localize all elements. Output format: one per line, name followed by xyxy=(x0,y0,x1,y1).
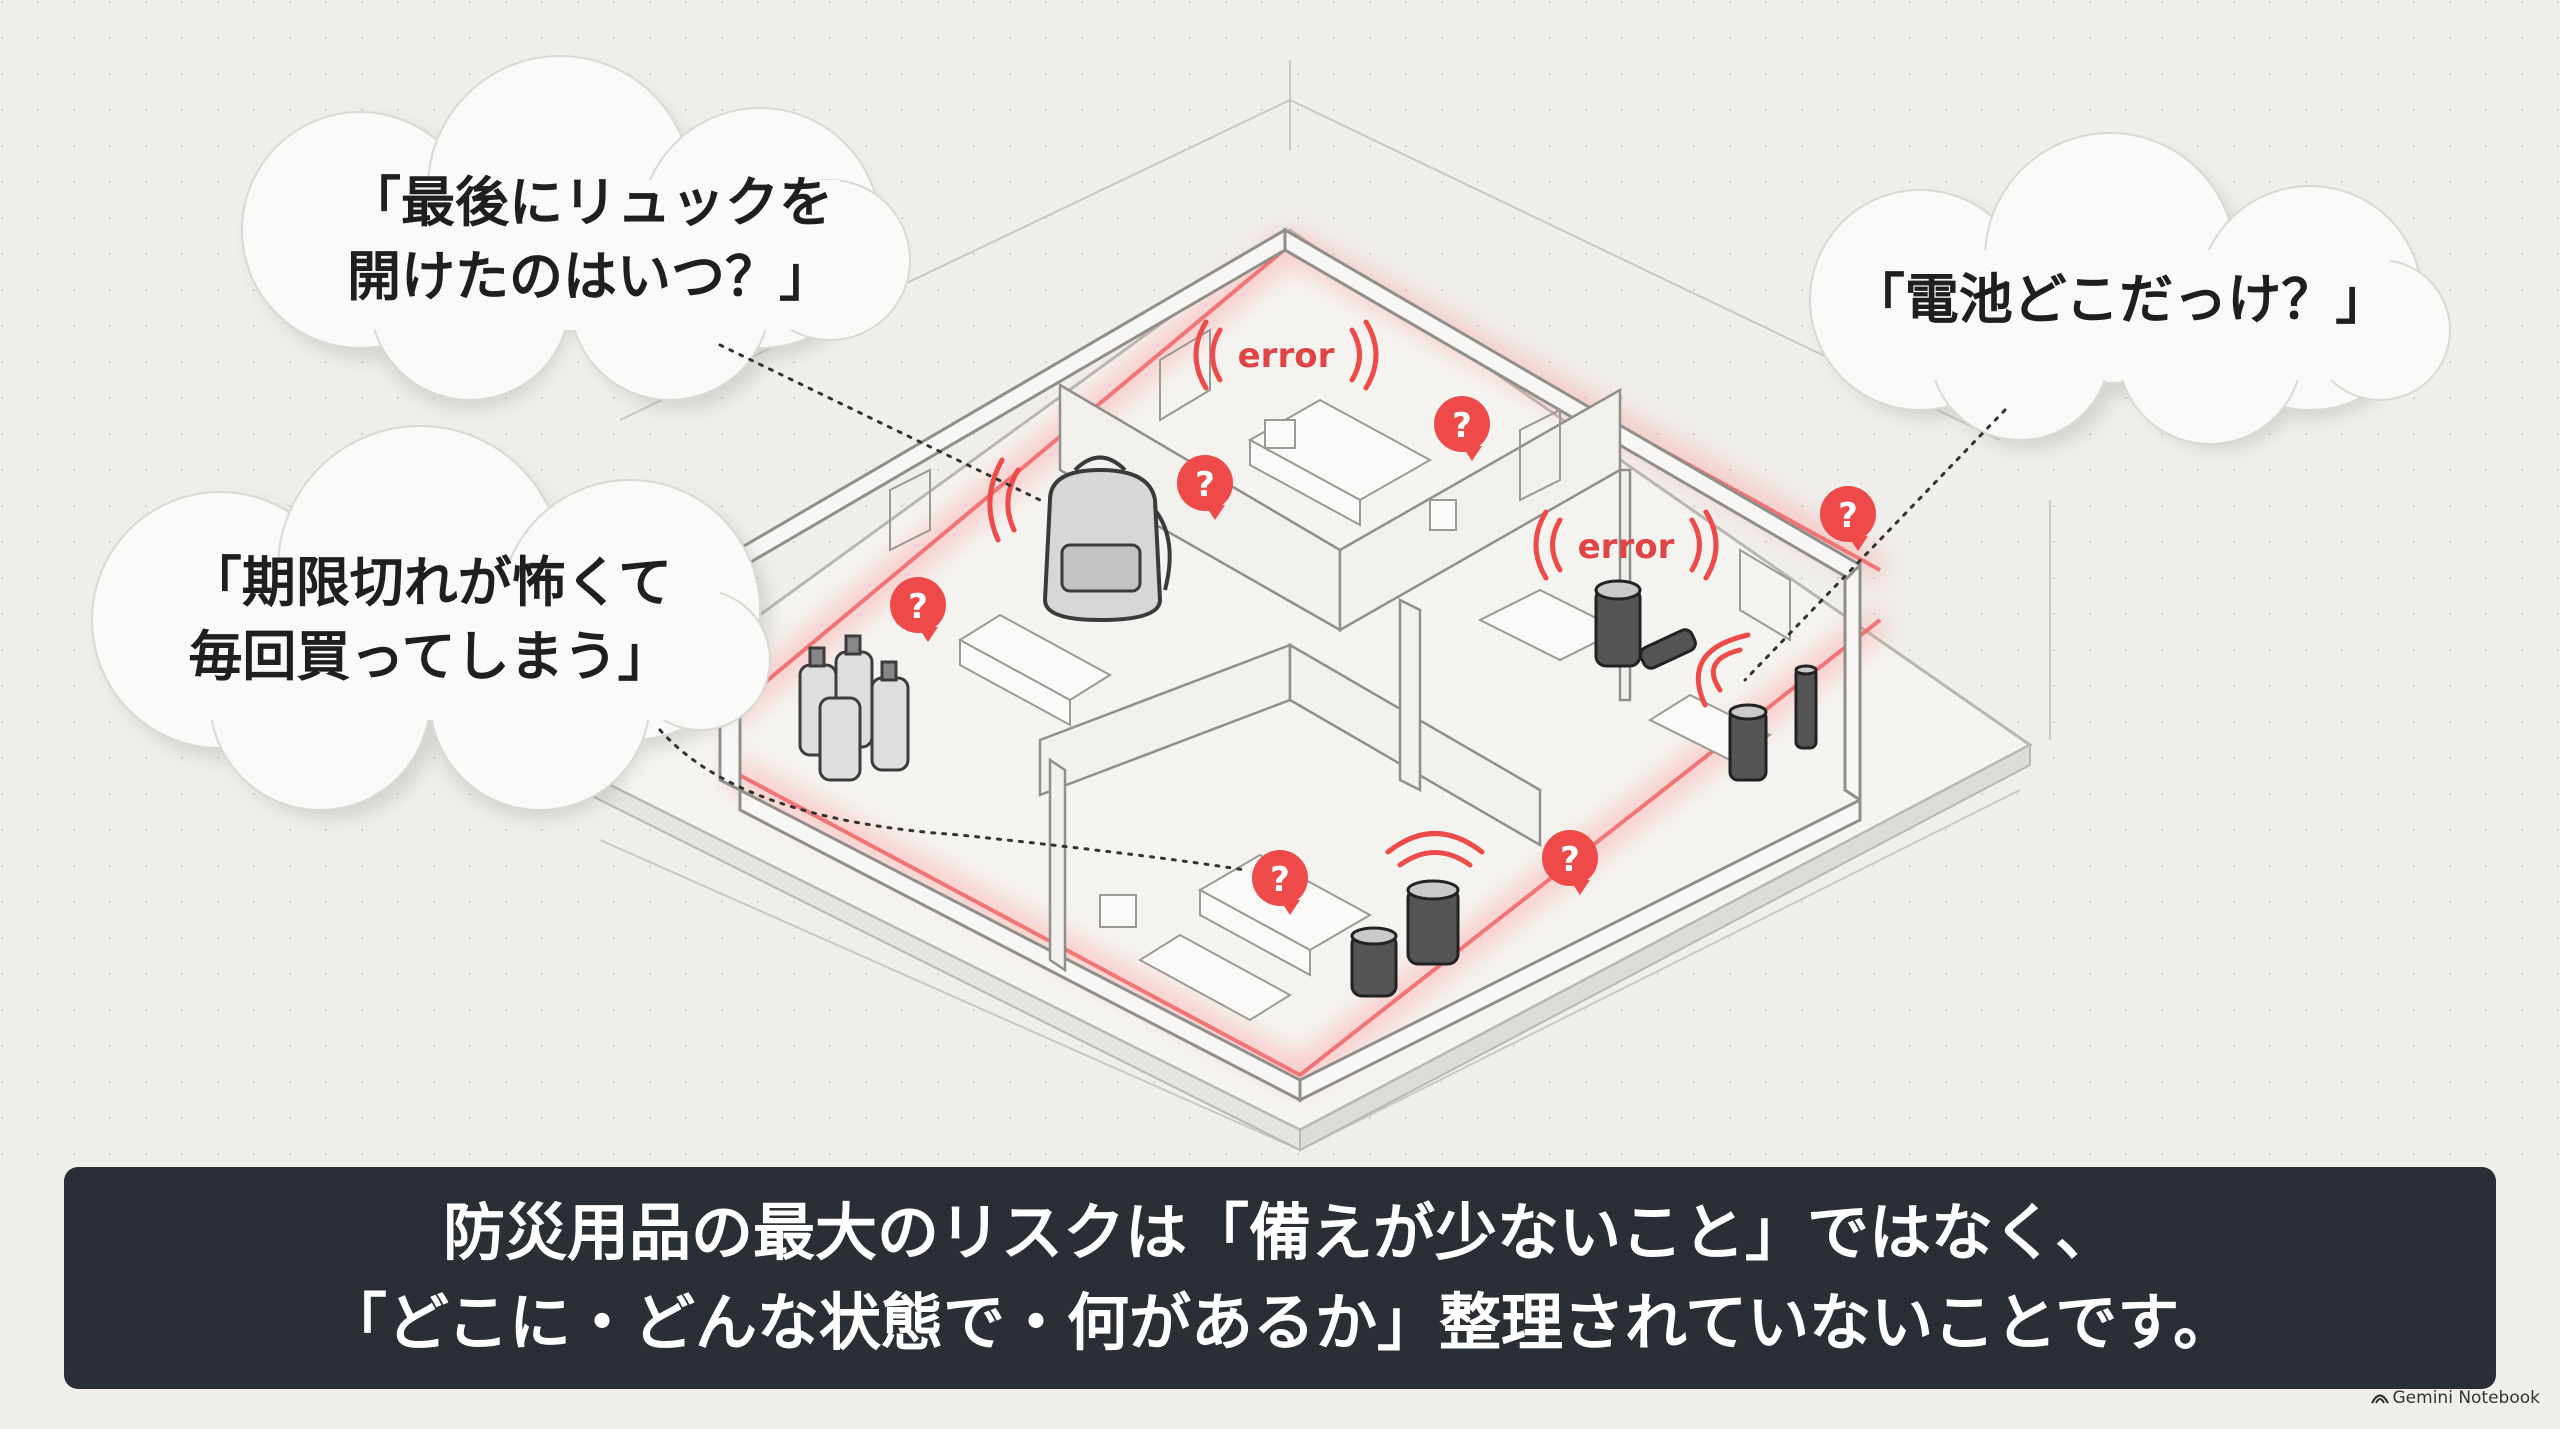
thought-bubble-battery: 「電池どこだっけ？」 xyxy=(1851,250,2389,350)
question-marker: ? xyxy=(1252,850,1308,915)
gemini-logo-icon xyxy=(2370,1394,2389,1404)
svg-text:?: ? xyxy=(1452,406,1472,446)
question-marker: ? xyxy=(1434,396,1490,461)
water-bottles-icon xyxy=(798,634,910,782)
bubble-backpack-line1: 「最後にリュックを xyxy=(347,171,833,234)
brand-watermark: Gemini Notebook xyxy=(2370,1388,2541,1408)
svg-text:?: ? xyxy=(908,587,928,627)
bubble-expiry-line1: 「期限切れが怖くて xyxy=(187,551,673,614)
bubble-backpack-line2: 開けたのはいつ？」 xyxy=(347,245,833,308)
error-label-top: error xyxy=(1238,336,1335,376)
question-marker: ? xyxy=(1542,830,1598,895)
thought-bubble-shape-backpack xyxy=(241,55,911,410)
bubble-expiry-line2: 毎回買ってしまう」 xyxy=(188,625,672,688)
brand-name: Gemini Notebook xyxy=(2392,1388,2541,1408)
backpack-icon xyxy=(1042,455,1172,623)
signal-waves xyxy=(987,319,1751,868)
thought-bubble-shape-expiry xyxy=(91,425,771,820)
bubble-battery-line1: 「電池どこだっけ？」 xyxy=(1850,268,2390,331)
caption-line2: 「どこに・どんな状態で・何があるか」整理されていないことです。 xyxy=(324,1286,2236,1359)
battery-group-right-room xyxy=(1594,579,1818,782)
question-marker: ? xyxy=(1177,455,1233,520)
bubble-pointer-lines xyxy=(658,343,2007,872)
svg-text:?: ? xyxy=(1195,465,1215,505)
thought-bubble-expiry: 「期限切れが怖くて 毎回買ってしまう」 xyxy=(150,530,710,710)
window-frames xyxy=(889,328,1791,642)
battery-group-bottom-room xyxy=(1350,879,1460,998)
svg-text:?: ? xyxy=(1270,860,1290,900)
question-marker: ? xyxy=(890,577,946,642)
svg-text:?: ? xyxy=(1838,496,1858,536)
question-marker: ? xyxy=(1820,486,1876,551)
thought-bubble-shape-battery xyxy=(1809,132,2451,450)
caption-line1: 防災用品の最大のリスクは「備えが少ないこと」ではなく、 xyxy=(442,1196,2117,1269)
error-label-right: error xyxy=(1578,527,1675,567)
thought-bubble-backpack: 「最後にリュックを 開けたのはいつ？」 xyxy=(330,150,850,330)
caption-bar: 防災用品の最大のリスクは「備えが少ないこと」ではなく、 「どこに・どんな状態で・… xyxy=(64,1167,2496,1389)
svg-text:?: ? xyxy=(1560,840,1580,880)
furniture-sketches xyxy=(958,398,1773,1022)
